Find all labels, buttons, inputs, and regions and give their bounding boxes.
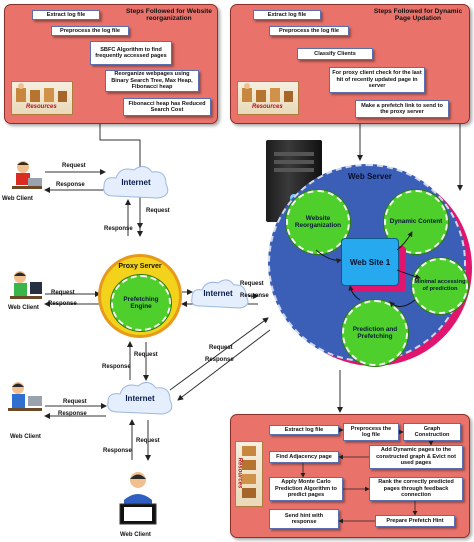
web-client-icon-2 <box>10 271 42 299</box>
request-label: Request <box>134 352 158 358</box>
step-send-hint: Send hint with response <box>269 509 339 529</box>
step-fibonacci: Fibonacci heap has Reduced Search Cost <box>123 98 211 116</box>
bottom-panel-arrows <box>300 427 434 524</box>
internet-cloud-mid <box>191 279 249 309</box>
response-label: Response <box>48 301 77 307</box>
response-label: Response <box>104 226 133 232</box>
step-rank: Rank the correctly predicted pages throu… <box>369 477 463 501</box>
response-label: Response <box>205 357 234 363</box>
proxy-title: Proxy Server <box>118 263 162 270</box>
response-label: Response <box>102 364 131 370</box>
request-label: Request <box>51 290 75 296</box>
web-client-label-3: Web Client <box>10 434 41 440</box>
step-proxy-check: For proxy client check for the last hit … <box>329 67 425 93</box>
panel-title: Steps Followed for Dynamic Page Updation <box>373 8 463 23</box>
step-add-dynamic: Add Dynamic pages to the constructed gra… <box>369 445 463 469</box>
web-client-label-4: Web Client <box>120 532 151 538</box>
internet-cloud-top <box>103 166 169 199</box>
prediction-prefetching-node: Prediction and Prefetching <box>342 300 408 366</box>
step-monte-carlo: Apply Monte Carlo Prediction Algorithm t… <box>269 477 343 501</box>
step-sbfc: SBFC Algorithm to find frequently access… <box>90 41 172 65</box>
resources-label: Resources <box>26 104 57 110</box>
response-label: Response <box>240 293 269 299</box>
request-label: Request <box>136 438 160 444</box>
web-site-label: Web Site 1 <box>349 257 391 267</box>
request-label: Request <box>146 208 170 214</box>
response-label: Response <box>58 411 87 417</box>
resources-icon <box>242 446 256 498</box>
internet-label-bottom: Internet <box>125 394 155 403</box>
web-client-icon-3 <box>8 382 42 411</box>
prefetching-engine: Prefetching Engine <box>111 275 171 331</box>
dynamic-page-panel: Extract log file Preprocess the log file… <box>230 4 470 124</box>
prediction-panel: Extract log file Preprocess the log file… <box>230 414 470 538</box>
panel-title: Steps Followed for Website reorganizatio… <box>126 8 212 23</box>
dynamic-content-node: Dynamic Content <box>384 190 448 254</box>
web-client-icon-1 <box>12 161 42 189</box>
resources-icon <box>242 83 293 102</box>
request-label: Request <box>209 345 233 351</box>
step-preprocess: Preprocess the log file <box>51 26 129 36</box>
request-label: Request <box>240 281 264 287</box>
step-reorganize: Reorganize webpages using Binary Search … <box>105 70 199 92</box>
website-reorganization-panel: Extract log file Preprocess the log file… <box>4 4 218 124</box>
web-site-box: Web Site 1 <box>341 238 399 286</box>
resources-image: Resources <box>235 441 263 507</box>
request-label: Request <box>62 163 86 169</box>
web-client-icon-4 <box>119 472 157 525</box>
resources-icon <box>16 83 67 102</box>
minimal-accessing-node: Minimal accessing of prediction <box>412 258 468 314</box>
step-preprocess: Preprocess the log file <box>343 423 399 441</box>
web-server-title: Web Server <box>348 172 392 181</box>
step-extract-log: Extract log file <box>32 10 100 20</box>
resources-label: Resources <box>252 104 283 110</box>
resources-image: Resources <box>237 81 299 115</box>
step-preprocess: Preprocess the log file <box>269 26 349 36</box>
website-reorganization-node: Website Reorganization <box>286 190 350 254</box>
response-label: Response <box>56 182 85 188</box>
step-extract-log: Extract log file <box>269 425 339 435</box>
response-label: Response <box>103 448 132 454</box>
step-classify-clients: Classify Clients <box>297 48 373 60</box>
internet-label-top: Internet <box>121 178 151 187</box>
step-prefetch-link: Make a prefetch link to send to the prox… <box>355 100 449 118</box>
resources-image: Resources <box>11 81 73 115</box>
internet-label-mid: Internet <box>203 289 233 298</box>
step-extract-log: Extract log file <box>253 10 321 20</box>
request-label: Request <box>63 399 87 405</box>
web-client-label-1: Web Client <box>2 196 33 202</box>
web-client-label-2: Web Client <box>8 305 39 311</box>
internet-cloud-bottom <box>107 382 173 415</box>
